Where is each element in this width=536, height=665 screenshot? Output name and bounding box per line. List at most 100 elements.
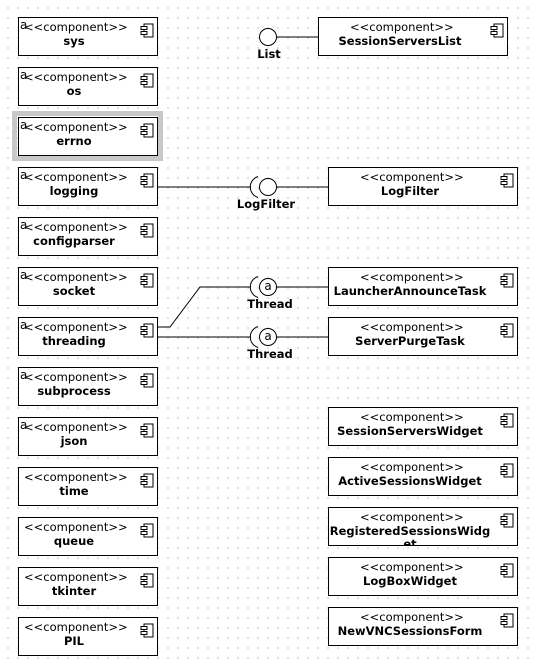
component-name: queue [54,534,94,548]
abstract-marker: a [20,168,27,182]
component-name: RegisteredSessionsWidg [330,524,490,538]
component-subprocess[interactable]: a<<component>>subprocess [18,367,158,406]
component-name: sys [63,34,84,48]
component-stereotype: <<component>> [24,270,128,284]
component-icon [500,323,514,338]
component-name: socket [53,284,96,298]
component-stereotype: <<component>> [360,320,464,334]
component-stereotype: <<component>> [360,270,464,284]
interface-ball [259,28,277,46]
component-name: ServerPurgeTask [355,334,465,348]
interface-thread-3[interactable]: a [158,326,328,348]
component-serverpurgetask[interactable]: <<component>>ServerPurgeTask [328,317,518,356]
component-activesessionswidget[interactable]: <<component>>ActiveSessionsWidget [328,457,518,496]
component-box [18,517,158,556]
component-logboxwidget[interactable]: <<component>>LogBoxWidget [328,557,518,596]
component-name: NewVNCSessionsForm [338,624,483,638]
component-box [18,17,158,56]
component-os[interactable]: a<<component>>os [18,67,158,106]
abstract-marker: a [264,329,271,343]
abstract-marker: a [20,218,27,232]
component-box [18,67,158,106]
component-icon [140,173,154,188]
abstract-marker: a [20,368,27,382]
component-name: os [67,84,82,98]
component-box [18,417,158,456]
component-threading[interactable]: a<<component>>threading [18,317,158,356]
required-connector [158,286,251,328]
socket-arc [249,276,259,298]
component-socket[interactable]: a<<component>>socket [18,267,158,306]
component-sessionserverswidget[interactable]: <<component>>SessionServersWidget [328,407,518,446]
component-icon [500,563,514,578]
interface-label: LogFilter [237,197,295,211]
component-box [328,167,518,206]
component-stereotype: <<component>> [24,520,128,534]
interface-ball [259,278,277,296]
component-box [18,317,158,356]
abstract-marker: a [20,268,27,282]
component-name: json [60,434,88,448]
interface-label: List [257,47,281,61]
component-icon [140,623,154,638]
component-stereotype: <<component>> [24,70,128,84]
component-name: configparser [33,234,115,248]
component-box [328,607,518,646]
component-box [328,407,518,446]
component-stereotype: <<component>> [360,460,464,474]
abstract-marker: a [20,18,27,32]
component-name: logging [50,184,99,198]
component-name: LogFilter [381,184,439,198]
component-icon [140,523,154,538]
component-box [18,467,158,506]
component-name: threading [42,334,106,348]
component-icon [490,23,504,38]
component-sessionserverslist[interactable]: <<component>>SessionServersList [318,17,508,56]
component-icon [500,173,514,188]
component-icon [140,23,154,38]
component-icon [500,613,514,628]
component-icon [500,463,514,478]
component-tkinter[interactable]: <<component>>tkinter [18,567,158,606]
component-newvncsessionsform[interactable]: <<component>>NewVNCSessionsForm [328,607,518,646]
component-stereotype: <<component>> [24,620,128,634]
component-icon [500,513,514,528]
component-name: time [59,484,88,498]
component-box [18,617,158,656]
component-box [18,567,158,606]
interface-logfilter[interactable] [158,176,328,198]
component-configparser[interactable]: a<<component>>configparser [18,217,158,256]
component-errno[interactable]: a<<component>>errno [12,111,163,161]
interface-list[interactable] [259,28,319,46]
interface-thread-2[interactable]: a [158,276,328,328]
component-stereotype: <<component>> [24,370,128,384]
component-icon [500,273,514,288]
interface-label: Thread [247,297,293,311]
component-logging[interactable]: a<<component>>logging [18,167,158,206]
component-queue[interactable]: <<component>>queue [18,517,158,556]
component-box [18,117,158,156]
component-box [318,17,508,56]
socket-arc [249,326,259,348]
component-icon [140,473,154,488]
component-icon [140,423,154,438]
component-time[interactable]: <<component>>time [18,467,158,506]
component-sys[interactable]: a<<component>>sys [18,17,158,56]
component-icon [140,573,154,588]
interface-ball [259,178,277,196]
component-name: LogBoxWidget [363,574,457,588]
component-stereotype: <<component>> [360,410,464,424]
component-logfilter[interactable]: <<component>>LogFilter [328,167,518,206]
component-json[interactable]: a<<component>>json [18,417,158,456]
component-stereotype: <<component>> [24,320,128,334]
component-pil[interactable]: <<component>>PIL [18,617,158,656]
component-stereotype: <<component>> [24,470,128,484]
component-stereotype: <<component>> [24,120,128,134]
component-name: SessionServersWidget [337,424,483,438]
component-stereotype: <<component>> [24,420,128,434]
component-box [328,557,518,596]
component-box [328,457,518,496]
component-launcherannouncetask[interactable]: <<component>>LauncherAnnounceTask [328,267,518,306]
abstract-marker: a [20,318,27,332]
